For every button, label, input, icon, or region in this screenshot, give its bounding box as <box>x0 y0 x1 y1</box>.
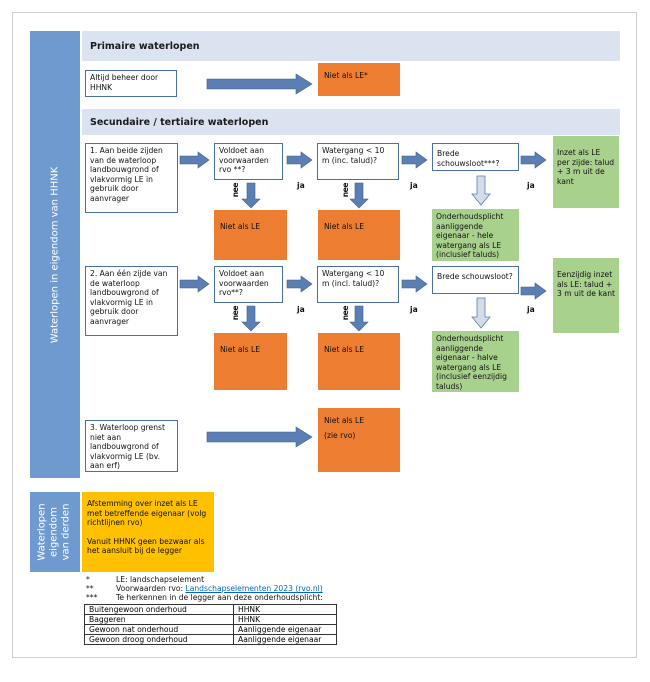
row1-q2: Watergang < 10 m (inc. talud)? <box>317 143 399 180</box>
row3-result: Niet als LE (zie rvo) <box>318 408 400 472</box>
row1-q3: Brede schouwsloot***? <box>432 143 519 171</box>
row1-q1: Voldoet aan voorwaarden rvo **? <box>214 143 283 180</box>
legend-row-2: ** Voorwaarden rvo: Landschapselementen 2… <box>86 584 486 593</box>
label-yes: ja <box>410 305 418 314</box>
maintenance-type-cell: Buitengewoon onderhoud <box>84 604 234 615</box>
row3-start: 3. Waterloop grenst niet aan landbouwgro… <box>85 420 178 472</box>
row1-yes-result: Inzet als LE per zijde: talud + 3 m uit … <box>553 136 619 208</box>
legend-row-3: *** Te herkennen in de legger aan deze on… <box>86 593 486 602</box>
label-no: nee <box>341 306 350 321</box>
responsible-party-cell: HHNK <box>233 614 337 625</box>
legend-text: LE: landschapselement <box>116 575 205 584</box>
rvo-link[interactable]: Landschapselementen 2023 (rvo.nl) <box>185 584 323 593</box>
legend-marker: *** <box>86 593 98 602</box>
legend-text: Voorwaarden rvo: <box>116 584 186 593</box>
legend-marker: * <box>86 575 90 584</box>
header-secondary: Secundaire / tertiaire waterlopen <box>82 109 620 135</box>
legend-row-1: * LE: landschapselement <box>86 575 486 584</box>
maintenance-type-cell: Baggeren <box>84 614 234 625</box>
primary-box: Altijd beheer door HHNK <box>85 70 177 97</box>
row3-result-line2: (zie rvo) <box>324 430 356 440</box>
label-no: nee <box>231 183 240 198</box>
label-yes: ja <box>297 305 305 314</box>
label-no: nee <box>231 306 240 321</box>
legend-marker: ** <box>86 584 94 593</box>
diagram-frame <box>12 12 637 658</box>
label-yes: ja <box>527 181 535 190</box>
row1-start: 1. Aan beide zijden van de waterloop lan… <box>85 143 178 213</box>
row2-q3: Brede schouwsloot? <box>432 266 519 294</box>
row2-q1: Voldoet aan voorwaarden rvo**? <box>214 266 283 303</box>
row2-no3: Onderhoudsplicht aanliggende eigenaar - … <box>432 331 519 392</box>
row2-start: 2. Aan één zijde van de waterloop landbo… <box>85 266 178 336</box>
label-yes: ja <box>527 305 535 314</box>
responsible-party-cell: Aanliggende eigenaar <box>233 634 337 645</box>
label-yes: ja <box>297 181 305 190</box>
row1-no1: Niet als LE <box>214 210 287 260</box>
responsible-party-cell: HHNK <box>233 604 337 615</box>
legend-text: Te herkennen in de legger aan deze onder… <box>116 593 323 602</box>
maintenance-type-cell: Gewoon droog onderhoud <box>84 634 234 645</box>
band-owned-hhnk-label: Waterlopen in eigendom van HHNK <box>49 166 60 343</box>
band-owned-third: Waterlopen eigendom van derden <box>30 492 80 572</box>
label-yes: ja <box>410 181 418 190</box>
band-owned-third-label: Waterlopen eigendom van derden <box>37 503 73 561</box>
third-party-line1: Afstemming over inzet als LE met betreff… <box>87 499 207 527</box>
row2-yes-result: Eenzijdig inzet als LE: talud + 3 m uit … <box>553 258 619 333</box>
band-owned-hhnk: Waterlopen in eigendom van HHNK <box>30 31 80 478</box>
third-party-line2: Vanuit HHNK geen bezwaar als het aanslui… <box>87 536 205 556</box>
maintenance-type-cell: Gewoon nat onderhoud <box>84 624 234 635</box>
row2-no1: Niet als LE <box>214 333 287 390</box>
legend: * LE: landschapselement ** Voorwaarden rvo… <box>86 575 486 602</box>
primary-result: Niet als LE* <box>318 63 400 96</box>
header-primary: Primaire waterlopen <box>82 31 620 61</box>
row1-no2: Niet als LE <box>318 210 400 260</box>
row2-no2: Niet als LE <box>318 333 400 390</box>
row1-no3: Onderhoudsplicht aanliggende eigenaar - … <box>432 209 519 261</box>
label-no: nee <box>341 183 350 198</box>
row3-result-line1: Niet als LE <box>324 416 365 425</box>
third-party-box: Afstemming over inzet als LE met betreff… <box>82 492 214 572</box>
row2-q2: Watergang < 10 m (incl. talud)? <box>317 266 399 303</box>
responsible-party-cell: Aanliggende eigenaar <box>233 624 337 635</box>
